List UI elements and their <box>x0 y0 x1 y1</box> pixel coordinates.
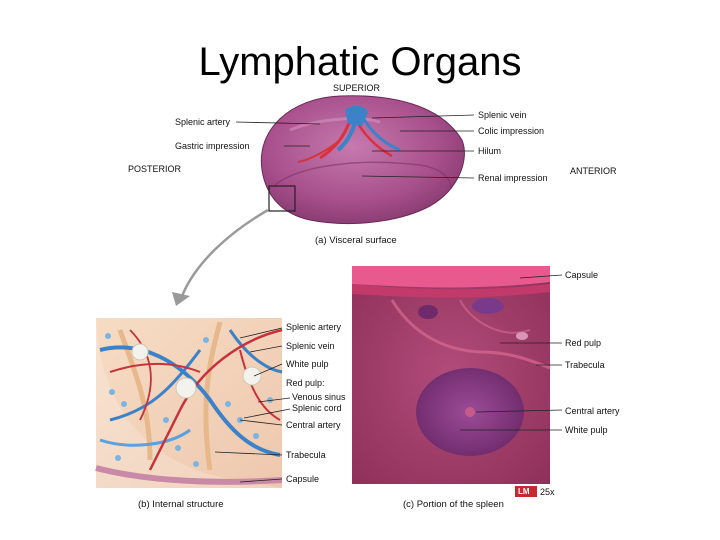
spleen-micrograph <box>352 266 551 484</box>
label-colic-impression: Colic impression <box>478 126 545 136</box>
panel-a-leader-lines <box>235 114 475 179</box>
label-trabecula-b: Trabecula <box>286 450 326 460</box>
label-splenic-vein-a: Splenic vein <box>478 110 527 120</box>
zoom-arrow-head <box>172 292 190 306</box>
zoom-arrow <box>180 208 269 297</box>
label-splenic-vein-b: Splenic vein <box>286 341 335 351</box>
label-white-pulp-b: White pulp <box>286 359 329 369</box>
caption-portion-of-spleen: (c) Portion of the spleen <box>403 499 504 510</box>
label-hilum: Hilum <box>478 146 502 156</box>
superior-label: SUPERIOR <box>333 83 381 93</box>
lm-badge <box>515 486 537 497</box>
lm-badge-text: LM <box>518 487 530 496</box>
caption-visceral-surface: (a) Visceral surface <box>315 235 397 246</box>
label-capsule-b: Capsule <box>286 474 320 484</box>
label-splenic-cord: Splenic cord <box>292 403 342 413</box>
label-venous-sinus: Venous sinus <box>292 392 346 402</box>
anterior-label: ANTERIOR <box>570 166 617 176</box>
spleen-visceral-illustration <box>260 95 465 224</box>
label-white-pulp-c: White pulp <box>565 425 608 435</box>
label-renal-impression: Renal impression <box>478 173 548 183</box>
label-splenic-artery-b: Splenic artery <box>286 322 342 332</box>
spleen-internal-illustration <box>95 318 283 488</box>
label-red-pulp-b: Red pulp: <box>286 378 325 388</box>
slide-title: Lymphatic Organs <box>198 40 522 84</box>
panel-b-leader-lines <box>214 327 291 483</box>
label-trabecula-c: Trabecula <box>565 360 605 370</box>
label-splenic-artery-a: Splenic artery <box>175 117 231 127</box>
label-red-pulp-c: Red pulp <box>565 338 602 348</box>
magnification-label: 25x <box>540 487 555 497</box>
label-gastric-impression: Gastric impression <box>175 141 250 151</box>
label-capsule-c: Capsule <box>565 270 599 280</box>
label-central-artery-c: Central artery <box>565 406 620 416</box>
posterior-label: POSTERIOR <box>128 164 182 174</box>
caption-internal-structure: (b) Internal structure <box>138 499 224 510</box>
panel-c-leader-lines <box>460 274 563 431</box>
label-central-artery-b: Central artery <box>286 420 341 430</box>
